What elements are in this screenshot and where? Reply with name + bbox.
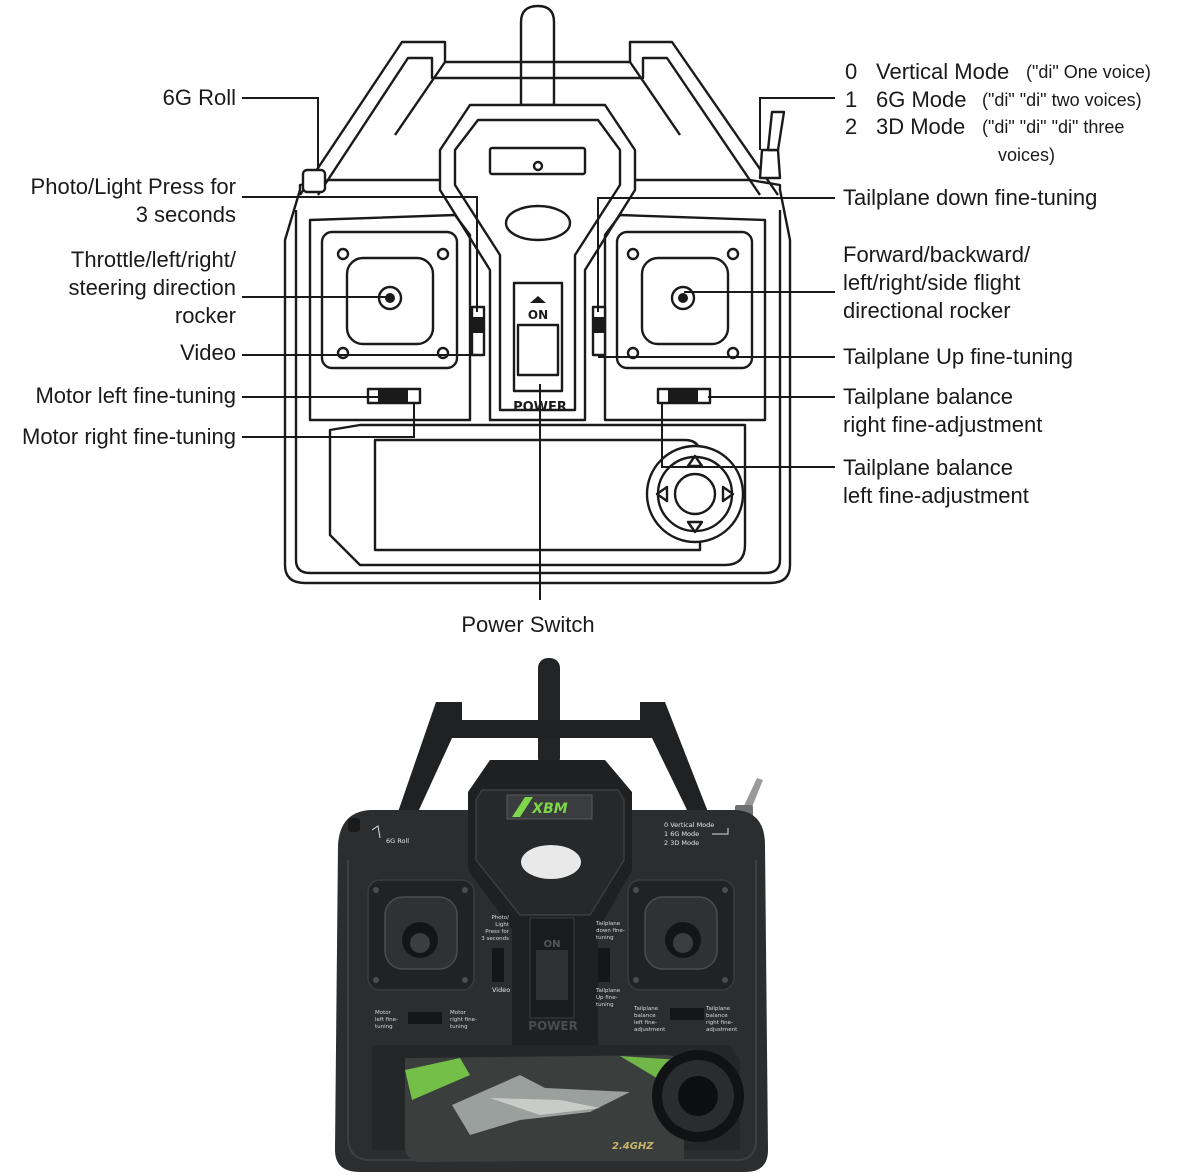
mode-list: 0 Vertical Mode ("di" One voice) 1 6G Mo… xyxy=(845,59,1151,165)
label-motor-right: Motor right fine-tuning xyxy=(22,424,236,449)
photo-power-switch: ON POWER xyxy=(528,917,578,1033)
photo-bal-left-1: Tailplane xyxy=(633,1006,659,1012)
photo-printed-labels: 6G Roll 0 Vertical Mode 1 6G Mode 2 3D M… xyxy=(371,821,738,1033)
mode-1-note: ("di" "di" two voices) xyxy=(982,90,1142,110)
photo-mode-1: 1 6G Mode xyxy=(664,830,699,838)
label-tail-down: Tailplane down fine-tuning xyxy=(843,185,1097,210)
mode-toggle-switch xyxy=(758,110,786,180)
right-stick-drawing xyxy=(591,213,767,422)
label-bal-left-1: Tailplane balance xyxy=(843,455,1013,480)
photo-left-stick xyxy=(367,879,475,991)
photo-video: Video xyxy=(492,986,510,994)
photo-antenna xyxy=(538,658,560,768)
photo-tail-up-2: Up fine- xyxy=(596,995,618,1001)
label-photo-light-2: 3 seconds xyxy=(136,202,236,227)
photo-switch-on: ON xyxy=(544,939,561,950)
photo-brand: XBM xyxy=(531,801,567,817)
label-throttle-2: steering direction xyxy=(68,275,236,300)
mode-2-name: 3D Mode xyxy=(876,114,965,139)
photo-mode-2: 2 3D Mode xyxy=(664,839,699,847)
photo-motor-left-2: left fine- xyxy=(375,1017,398,1023)
photo-motor-right-2: right fine- xyxy=(450,1017,477,1023)
diagram-switch-on: ON xyxy=(528,308,548,322)
label-tail-up: Tailplane Up fine-tuning xyxy=(843,344,1073,369)
photo-bal-left-3: left fine- xyxy=(634,1020,657,1026)
label-photo-light-1: Photo/Light Press for xyxy=(31,174,236,199)
photo-band: 2.4GHZ xyxy=(612,1141,654,1152)
mode-1-name: 6G Mode xyxy=(876,87,967,112)
mode-2-note-cont: voices) xyxy=(998,145,1055,165)
label-throttle-3: rocker xyxy=(175,303,236,328)
left-stick-drawing xyxy=(308,213,486,422)
photo-switch-power: POWER xyxy=(528,1019,578,1033)
label-throttle-1: Throttle/left/right/ xyxy=(71,247,237,272)
mode-2-num: 2 xyxy=(845,114,857,139)
label-forward-2: left/right/side flight xyxy=(843,270,1020,295)
label-bal-right-1: Tailplane balance xyxy=(843,384,1013,409)
photo-tail-down-1: Tailplane xyxy=(595,921,621,927)
label-6g-roll: 6G Roll xyxy=(163,85,236,110)
photo-roll-label: 6G Roll xyxy=(386,837,409,845)
mode-0-num: 0 xyxy=(845,59,857,84)
controller-line-drawing: ON POWER xyxy=(22,4,1151,637)
label-forward-1: Forward/backward/ xyxy=(843,242,1031,267)
photo-motor-left-1: Motor xyxy=(375,1010,392,1016)
dpad-drawing xyxy=(645,444,745,544)
photo-right-stick xyxy=(627,879,735,991)
photo-tail-down-2: down fine- xyxy=(596,928,625,934)
mode-0-name: Vertical Mode xyxy=(876,59,1009,84)
photo-bal-left-4: adjustment xyxy=(634,1027,666,1033)
roll-button xyxy=(301,168,327,194)
photo-oval-button xyxy=(521,845,581,879)
label-power-switch: Power Switch xyxy=(461,612,594,637)
photo-mode-0: 0 Vertical Mode xyxy=(664,821,714,829)
label-video: Video xyxy=(180,340,236,365)
photo-bal-left-2: balance xyxy=(634,1013,656,1019)
photo-dpad xyxy=(652,1050,744,1142)
label-forward-3: directional rocker xyxy=(843,298,1011,323)
photo-handle xyxy=(398,702,708,812)
photo-bal-right-2: balance xyxy=(706,1013,728,1019)
label-bal-left-2: left fine-adjustment xyxy=(843,483,1029,508)
photo-photo-light-4: 3 seconds xyxy=(481,936,509,942)
photo-bal-right-1: Tailplane xyxy=(705,1006,731,1012)
photo-bal-right-3: right fine- xyxy=(706,1020,733,1026)
photo-bal-right-4: adjustment xyxy=(706,1027,738,1033)
photo-motor-right-1: Motor xyxy=(450,1010,467,1016)
mode-0-note: ("di" One voice) xyxy=(1026,62,1151,82)
photo-tail-up-1: Tailplane xyxy=(595,988,621,994)
photo-motor-left-3: tuning xyxy=(375,1024,393,1030)
photo-tail-down-3: tuning xyxy=(596,935,614,941)
photo-photo-light-1: Photo/ xyxy=(491,915,509,921)
photo-motor-right-3: tuning xyxy=(450,1024,468,1030)
mode-1-num: 1 xyxy=(845,87,857,112)
photo-tail-up-3: tuning xyxy=(596,1002,614,1008)
controller-photo: XBM ON POWER xyxy=(335,658,768,1172)
label-bal-right-2: right fine-adjustment xyxy=(843,412,1042,437)
photo-photo-light-3: Press for xyxy=(485,929,510,935)
photo-photo-light-2: Light xyxy=(495,922,510,928)
label-motor-left: Motor left fine-tuning xyxy=(35,383,236,408)
mode-2-note: ("di" "di" "di" three xyxy=(982,117,1124,137)
